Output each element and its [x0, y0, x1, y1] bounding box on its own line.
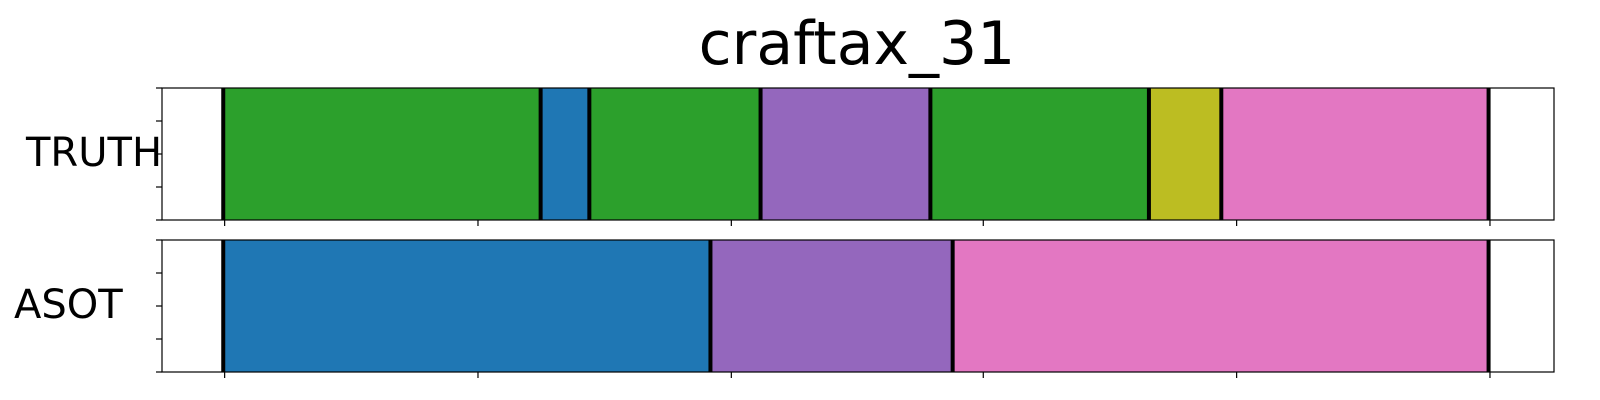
chart-title: craftax_31: [699, 9, 1016, 79]
asot-segment-2: [952, 240, 1489, 372]
truth-segment-2: [589, 88, 761, 220]
row-label-asot: ASOT: [14, 282, 123, 328]
row-label-truth: TRUTH: [25, 130, 162, 176]
truth-segment-3: [760, 88, 931, 220]
truth-segment-0: [223, 88, 541, 220]
truth-segment-6: [1221, 88, 1489, 220]
truth-segment-4: [930, 88, 1149, 220]
asot-segment-0: [223, 240, 711, 372]
truth-segment-1: [540, 88, 590, 220]
truth-segment-5: [1148, 88, 1222, 220]
asot-segment-1: [710, 240, 953, 372]
